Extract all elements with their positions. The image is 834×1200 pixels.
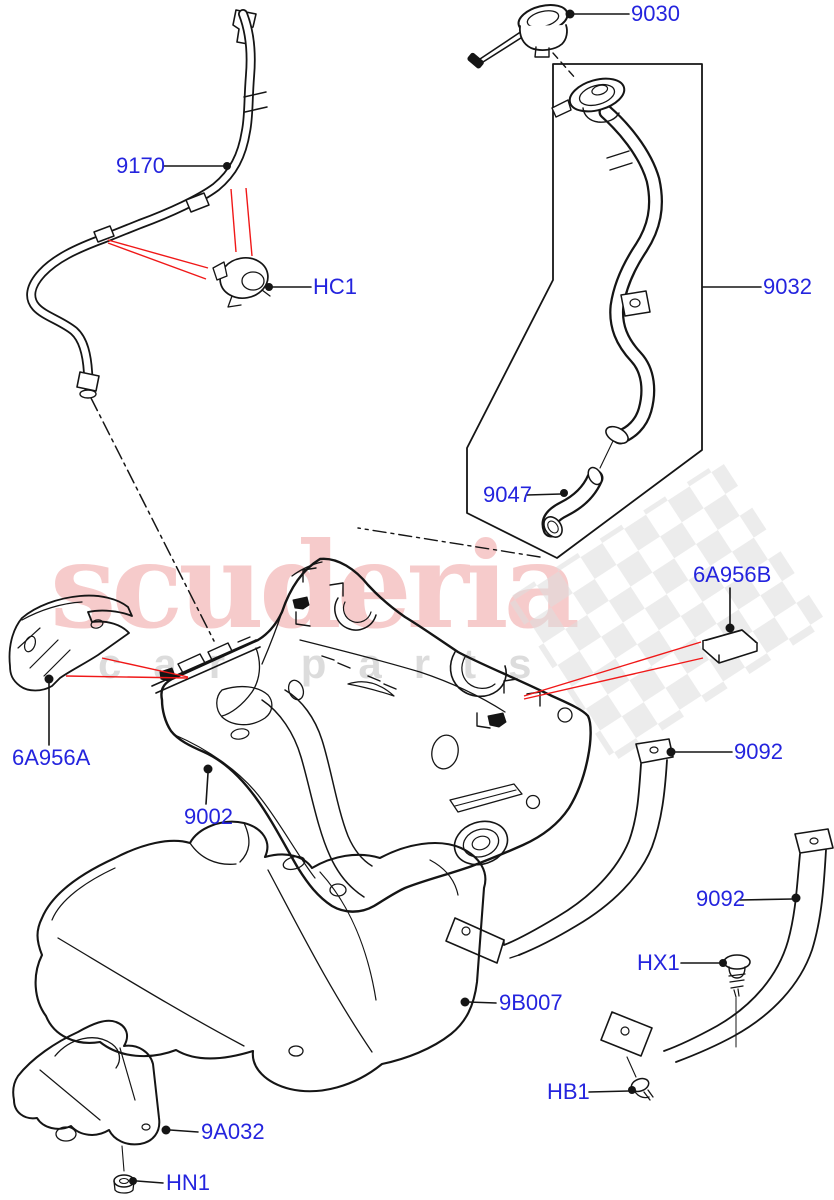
tank-strap-lower-drawing bbox=[600, 828, 834, 1078]
part-label-9030[interactable]: 9030 bbox=[631, 1, 680, 26]
part-label-9002[interactable]: 9002 bbox=[184, 804, 233, 829]
assembly-line-vent-to-tank bbox=[90, 397, 215, 642]
part-label-6a956a[interactable]: 6A956A bbox=[12, 745, 91, 770]
part-label-9032[interactable]: 9032 bbox=[763, 274, 812, 299]
part-label-hb1[interactable]: HB1 bbox=[547, 1079, 590, 1104]
watermark-brand: scuderia bbox=[50, 516, 580, 655]
filler-hose-drawing bbox=[541, 466, 604, 538]
part-label-hn1[interactable]: HN1 bbox=[166, 1170, 211, 1195]
heat-shield-bottom-drawing bbox=[34, 820, 487, 1093]
leader-lines bbox=[48, 13, 794, 1184]
assembly-line-hose-to-tank bbox=[357, 527, 541, 558]
part-label-hx1[interactable]: HX1 bbox=[637, 950, 680, 975]
part-label-hc1[interactable]: HC1 bbox=[313, 274, 358, 299]
part-label-9a032[interactable]: 9A032 bbox=[201, 1119, 265, 1144]
pushpin-drawing bbox=[723, 954, 751, 1048]
clip-hc1-drawing bbox=[212, 257, 271, 308]
part-label-9047[interactable]: 9047 bbox=[483, 482, 532, 507]
red-locator-lines bbox=[65, 187, 704, 700]
leader-dots bbox=[44, 9, 801, 1185]
fuel-cap-drawing bbox=[467, 4, 577, 80]
heat-shield-side-drawing bbox=[8, 594, 133, 692]
part-label-9170[interactable]: 9170 bbox=[116, 153, 165, 178]
part-label-9b007[interactable]: 9B007 bbox=[499, 990, 563, 1015]
part-label-9092-upper[interactable]: 9092 bbox=[734, 739, 783, 764]
vent-pipe-drawing bbox=[26, 9, 268, 399]
part-label-6a956b[interactable]: 6A956B bbox=[693, 562, 772, 587]
part-label-9092-lower[interactable]: 9092 bbox=[696, 886, 745, 911]
checker-watermark-pattern bbox=[507, 459, 828, 763]
insulator-pad-drawing bbox=[702, 629, 758, 664]
fuel-tank-drawing bbox=[151, 557, 592, 913]
filler-pipe-frame-box bbox=[466, 63, 703, 559]
tank-strap-upper-drawing bbox=[445, 738, 674, 964]
filler-pipe-drawing bbox=[551, 77, 663, 469]
heat-shield-small-drawing bbox=[12, 1019, 161, 1172]
